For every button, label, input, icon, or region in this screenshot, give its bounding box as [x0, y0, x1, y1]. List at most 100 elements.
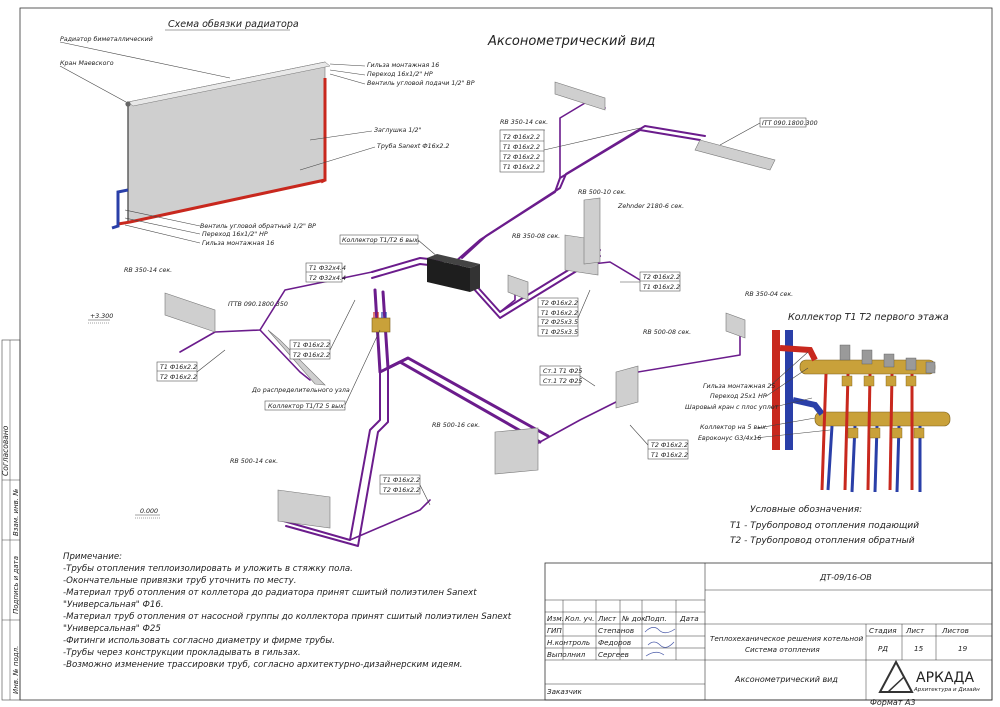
radiator-rb500-16 [494, 427, 539, 475]
collector-label: Евроконус G3/4х16 [698, 435, 761, 442]
rad-label-9: RB 500-08 сек. [643, 329, 691, 336]
pipe-label: Т1 Ф32х4.4 [309, 265, 346, 272]
scheme-title: Схема обвязки радиатора [168, 19, 299, 30]
tb-sheet-header: Лист [905, 626, 925, 635]
sidebar-sign-date: Подпись и дата [12, 556, 20, 614]
sidebar-agreed: Согласовано [1, 425, 10, 476]
collector-6-label: Коллектор Т1/Т2 6 вых. [342, 237, 420, 244]
pipe-label: Т2 Ф16х2.2 [651, 442, 688, 449]
notes-line: -Возможно изменение трассировки труб, со… [63, 660, 463, 670]
title-block-frame [544, 562, 993, 701]
rad-label-11: RB 500-14 сек. [230, 458, 278, 465]
dist-node-label: До распределительного узла [251, 387, 350, 394]
notes-line: -Материал труб отопления от коллетора до… [63, 588, 477, 598]
radiator-rb350-08 [507, 274, 529, 301]
tb-sheets: 19 [958, 644, 968, 653]
tb-person: Сергеев [598, 650, 629, 659]
radiator-scheme [59, 29, 376, 244]
scheme-label-sleeve-2: Гильза монтажная 16 [202, 240, 274, 247]
tb-system: Система отопления [745, 645, 820, 654]
notes-line: -Трубы через конструкции прокладывать в … [63, 648, 301, 658]
pipe-label: Т1 Ф16х2.2 [503, 144, 540, 151]
tb-stage-header: Стадия [869, 626, 897, 635]
pipe-label: Т1 Ф25х3.5 [541, 329, 578, 336]
pipe-label: Т1 Ф16х2.2 [643, 284, 680, 291]
pipe-label: Т2 Ф16х2.2 [643, 274, 680, 281]
pipe-label: Т2 Ф16х2.2 [503, 154, 540, 161]
mayevsky-valve-icon [125, 101, 131, 107]
collector-label: Переход 25х1 НР [710, 393, 767, 400]
pipe-label: Т2 Ф16х2.2 [383, 487, 420, 494]
rad-label-2: RB 500-10 сек. [578, 189, 626, 196]
pipe-label: Ст.1 Т2 Ф25 [543, 378, 582, 385]
collector-title: Коллектор Т1 Т2 первого этажа [788, 312, 949, 323]
tb-role: Выполнил [547, 650, 586, 659]
scheme-label-supply-valve: Вентиль угловой подачи 1/2" ВР [367, 80, 475, 87]
legend-title: Условные обозначения: [750, 505, 862, 515]
radiator-rb500-08 [615, 365, 639, 409]
pipe-label: Т1 Ф16х2.2 [160, 364, 197, 371]
collector-6-outlet [427, 254, 480, 292]
radiator-rb350-14-left [164, 292, 216, 333]
tb-header: № док. [621, 614, 648, 623]
label-frames [156, 117, 807, 506]
tb-sheet-title: Аксонометрический вид [734, 675, 838, 684]
rad-label-10: RB 500-16 сек. [432, 422, 480, 429]
arkada-logo-icon [878, 659, 914, 693]
collector-label: Коллектор на 5 вых. [700, 424, 768, 431]
scheme-label-mayevsky: Кран Маевского [60, 60, 114, 67]
pipe-label: Т1 Ф16х2.2 [503, 164, 540, 171]
notes-line: -Фитинги использовать согласно диаметру … [63, 636, 335, 646]
notes-line: -Материал труб отопления от насосной гру… [63, 612, 512, 622]
tb-header: Кол. уч. [565, 614, 594, 623]
radiator-zehnder [583, 197, 601, 265]
sidebar-inv-orig: Инв. № подл. [12, 646, 20, 694]
pipe-label: Т1 Ф16х2.2 [383, 477, 420, 484]
tb-header: Дата [679, 614, 699, 623]
scheme-label-plug: Заглушка 1/2" [374, 127, 422, 134]
pipe-label: Т1 Ф16х2.2 [293, 342, 330, 349]
collector-5-label: Коллектор Т1/Т2 5 вых. [268, 403, 346, 410]
collector-label: Шаровый кран с плос уплот [685, 404, 779, 411]
collector-first-floor-illustration [754, 330, 951, 493]
pipe-label: Т2 Ф16х2.2 [503, 134, 540, 141]
tb-person: Федоров [598, 638, 631, 647]
notes-line: "Универсальная" Ф16. [63, 600, 164, 610]
signature-3 [645, 651, 665, 657]
scheme-label-radiator: Радиатор биметаллический [60, 35, 153, 43]
signature-2 [647, 641, 675, 648]
level-top: +3.300 [90, 313, 113, 320]
scheme-label-pipe: Труба Sanext Ф16х2.2 [377, 142, 449, 150]
collector-5-outlet [371, 312, 391, 333]
radiator-rb350-04 [725, 312, 746, 339]
rad-label-3: Zehnder 2180-6 сек. [617, 203, 684, 210]
radiator-rb350-14-top [554, 81, 606, 111]
tb-stage: РД [878, 644, 888, 653]
scheme-label-adapter: Переход 16х1/2" НР [367, 71, 433, 78]
axon-title: Аксонометрический вид [487, 34, 655, 49]
tb-format: Формат А3 [870, 698, 916, 707]
tb-header: Изм. [547, 614, 564, 623]
scheme-label-return-valve: Вентиль угловой обратный 1/2" ВР [200, 222, 316, 230]
level-markers [88, 319, 160, 519]
scheme-label-sleeve: Гильза монтажная 16 [367, 62, 439, 69]
tb-sheet: 15 [914, 644, 924, 653]
sidebar-replace-inv: Взам. инв. № [12, 488, 20, 536]
tb-sheets-header: Листов [941, 626, 969, 635]
tb-customer: Заказчик [547, 687, 582, 696]
tb-company: АРКАДА [916, 670, 974, 686]
radiator-itt-top [694, 139, 776, 171]
tb-header: Лист [597, 614, 617, 623]
rad-label-7: ITTB 090.1800.350 [228, 301, 288, 308]
supply-pipe-scheme [117, 78, 327, 226]
tb-header: Подп. [645, 614, 667, 623]
tb-role: Н.контроль [547, 638, 590, 647]
tb-company-sub: Архитектура и Дизайн [913, 687, 980, 693]
level-bottom: 0.000 [140, 508, 158, 515]
return-pipe-scheme [111, 188, 129, 230]
tb-role: ГИП [547, 626, 562, 635]
pipe-label: Т2 Ф25х3.5 [541, 319, 578, 326]
rad-label-8: RB 350-04 сек. [745, 291, 793, 298]
pipe-label: Т2 Ф32х4.4 [309, 275, 346, 282]
legend-t1: Т1 - Трубопровод отопления подающий [730, 521, 919, 531]
